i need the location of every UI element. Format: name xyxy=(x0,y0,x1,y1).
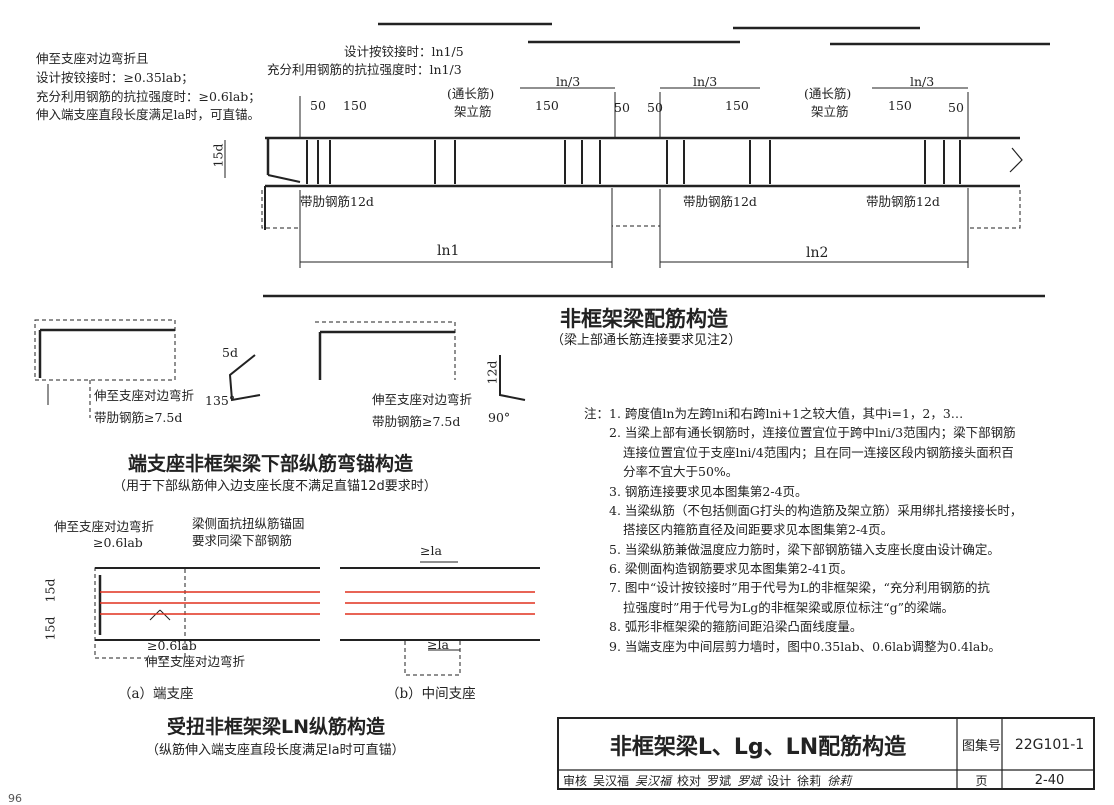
signature-row: 审核 吴汉福 吴汉福 校对 罗斌 罗斌 设计 徐莉 徐莉 xyxy=(559,771,957,789)
span-label: ln1 xyxy=(437,243,460,259)
torsion-label: 伸至支座对边弯折 xyxy=(54,519,155,534)
thru-bar-label: (通长筋) xyxy=(447,86,495,101)
thru-bar-label: (通长筋) xyxy=(804,86,852,101)
torsion-label: ≥la xyxy=(427,637,449,652)
note-item: 搭接区内箍筋直径及间距要求见本图集第2-4页。 xyxy=(623,522,894,538)
notes-list: 1. 跨度值ln为左跨lni和右跨lni+1之较大值，其中i=1，2，3… 2.… xyxy=(609,404,1022,656)
atlas-number: 22G101-1 xyxy=(1014,736,1085,753)
page-footer: 96 xyxy=(8,792,22,805)
note-item: 1. 跨度值ln为左跨lni和右跨lni+1之较大值，其中i=1，2，3… xyxy=(609,406,964,421)
torsion-details xyxy=(94,561,540,676)
anchor-label: 带肋钢筋≥7.5d xyxy=(372,414,461,429)
designer-signature: 徐莉 xyxy=(827,773,852,788)
note-item: 分率不宜大于50%。 xyxy=(623,464,739,480)
section-title: 受扭非框架梁LN纵筋构造 xyxy=(167,716,386,738)
dim-label: 50 xyxy=(614,100,630,115)
beam-elevation xyxy=(224,87,1023,268)
frame-bar-label: 架立筋 xyxy=(811,104,849,119)
dim-label: ln/3 xyxy=(556,74,581,89)
frame-bar-label: 架立筋 xyxy=(454,104,492,119)
designer-name: 徐莉 xyxy=(797,773,822,788)
anchor-label: 伸至支座对边弯折 xyxy=(94,388,195,403)
dim-label: 150 xyxy=(535,98,559,113)
torsion-label: 伸至支座对边弯折 xyxy=(145,654,246,669)
note-line: 充分利用钢筋的抗拉强度时：≥0.6lab； xyxy=(36,88,261,104)
note-item: 9. 当端支座为中间层剪力墙时，图中0.35lab、0.6lab调整为0.4la… xyxy=(609,638,1001,654)
section-title: 非框架梁配筋构造 xyxy=(560,307,728,331)
dim-label: 15d xyxy=(42,578,58,603)
section-subtitle: （纵筋伸入端支座直段长度满足la时可直锚） xyxy=(146,743,405,758)
left-anchor-note: 伸至支座对边弯折且 设计按铰接时：≥0.35lab； 充分利用钢筋的抗拉强度时：… xyxy=(36,50,261,125)
anchor-label: 伸至支座对边弯折 xyxy=(372,392,473,407)
torsion-label: 梁侧面抗扭纵筋锚固 xyxy=(192,516,305,531)
full-strength-note: 充分利用钢筋的抗拉强度时：ln1/3 xyxy=(267,62,462,77)
design-label: 设计 xyxy=(767,773,792,788)
review-label: 审核 xyxy=(563,773,588,788)
note-line: 设计按铰接时：≥0.35lab； xyxy=(36,69,194,85)
hinge-note: 设计按铰接时：ln1/5 xyxy=(344,44,464,59)
caption: （b）中间支座 xyxy=(386,686,476,702)
torsion-label: ≥0.6lab xyxy=(147,638,197,653)
torsion-label: ≥la xyxy=(420,543,442,558)
note-item: 连接位置宜位于支座lni/4范围内；且在同一连接区段内钢筋接头面积百 xyxy=(623,444,1014,460)
section-title: 端支座非框架梁下部纵筋弯锚构造 xyxy=(128,453,414,475)
dim-label: ln/3 xyxy=(693,74,718,89)
note-item: 6. 梁侧面构造钢筋要求见本图集第2-41页。 xyxy=(609,561,853,576)
torsion-label: ≥0.6lab xyxy=(93,535,143,550)
section-subtitle: （用于下部纵筋伸入边支座长度不满足直锚12d要求时） xyxy=(113,479,437,494)
dim-label: 12d xyxy=(484,360,500,385)
note-item: 3. 钢筋连接要求见本图集第2-4页。 xyxy=(609,483,808,499)
caption: （a）端支座 xyxy=(118,686,194,702)
ribbed-bar-label: 带肋钢筋12d xyxy=(300,194,374,209)
note-line: 伸入端支座直段长度满足la时，可直锚。 xyxy=(36,107,260,123)
check-label: 校对 xyxy=(677,773,702,788)
ribbed-bar-label: 带肋钢筋12d xyxy=(683,194,757,209)
span-label: ln2 xyxy=(806,245,829,261)
section-subtitle: （梁上部通长筋连接要求见注2） xyxy=(551,333,742,348)
note-item: 7. 图中“设计按铰接时”用于代号为L的非框架梁，“充分利用钢筋的抗 xyxy=(609,580,990,596)
note-item: 拉强度时”用于代号为Lg的非框架梁或原位标注“g”的梁端。 xyxy=(623,599,954,615)
dim-label: 15d xyxy=(210,143,226,168)
checker-name: 罗斌 xyxy=(707,773,732,788)
anchor-label: 带肋钢筋≥7.5d xyxy=(94,410,183,425)
dim-label: 50 xyxy=(948,100,964,115)
dim-label: 150 xyxy=(888,98,912,113)
note-item: 4. 当梁纵筋（不包括侧面G打头的构造筋及架立筋）采用绑扎搭接接长时， xyxy=(609,502,1023,518)
reviewer-signature: 吴汉福 xyxy=(635,773,672,788)
ribbed-bar-label: 带肋钢筋12d xyxy=(866,194,940,209)
page-label: 页 xyxy=(975,773,988,788)
dim-label: ln/3 xyxy=(910,74,935,89)
anchor-details xyxy=(34,319,526,418)
angle-label: 90° xyxy=(488,410,511,425)
note-item: 5. 当梁纵筋兼做温度应力筋时，梁下部钢筋锚入支座长度由设计确定。 xyxy=(609,541,1000,557)
dim-label: 150 xyxy=(343,98,367,113)
notes-label: 注： xyxy=(584,406,610,421)
angle-label: 135° xyxy=(205,393,236,408)
checker-signature: 罗斌 xyxy=(737,773,762,788)
note-item: 8. 弧形非框架梁的箍筋间距沿梁凸面线度量。 xyxy=(609,619,863,635)
note-line: 伸至支座对边弯折且 xyxy=(36,51,149,66)
dim-label: 50 xyxy=(647,100,663,115)
atlas-label: 图集号 xyxy=(961,739,1001,754)
dim-label: 50 xyxy=(310,98,326,113)
torsion-bars-red xyxy=(100,591,535,615)
title-block: 非框架梁L、Lg、LN配筋构造 图集号 22G101-1 审核 吴汉福 吴汉福 … xyxy=(557,717,1095,790)
dim-label: 15d xyxy=(42,616,58,641)
dim-label: 5d xyxy=(222,345,238,360)
torsion-label: 要求同梁下部钢筋 xyxy=(192,533,293,548)
dim-label: 150 xyxy=(725,98,749,113)
title-block-grid xyxy=(557,717,1095,790)
note-item: 2. 当梁上部有通长钢筋时，连接位置宜位于跨中lni/3范围内；梁下部钢筋 xyxy=(609,425,1016,441)
reviewer-name: 吴汉福 xyxy=(593,773,630,788)
page-number: 2-40 xyxy=(1034,772,1065,788)
drawing-title: 非框架梁L、Lg、LN配筋构造 xyxy=(609,734,907,760)
